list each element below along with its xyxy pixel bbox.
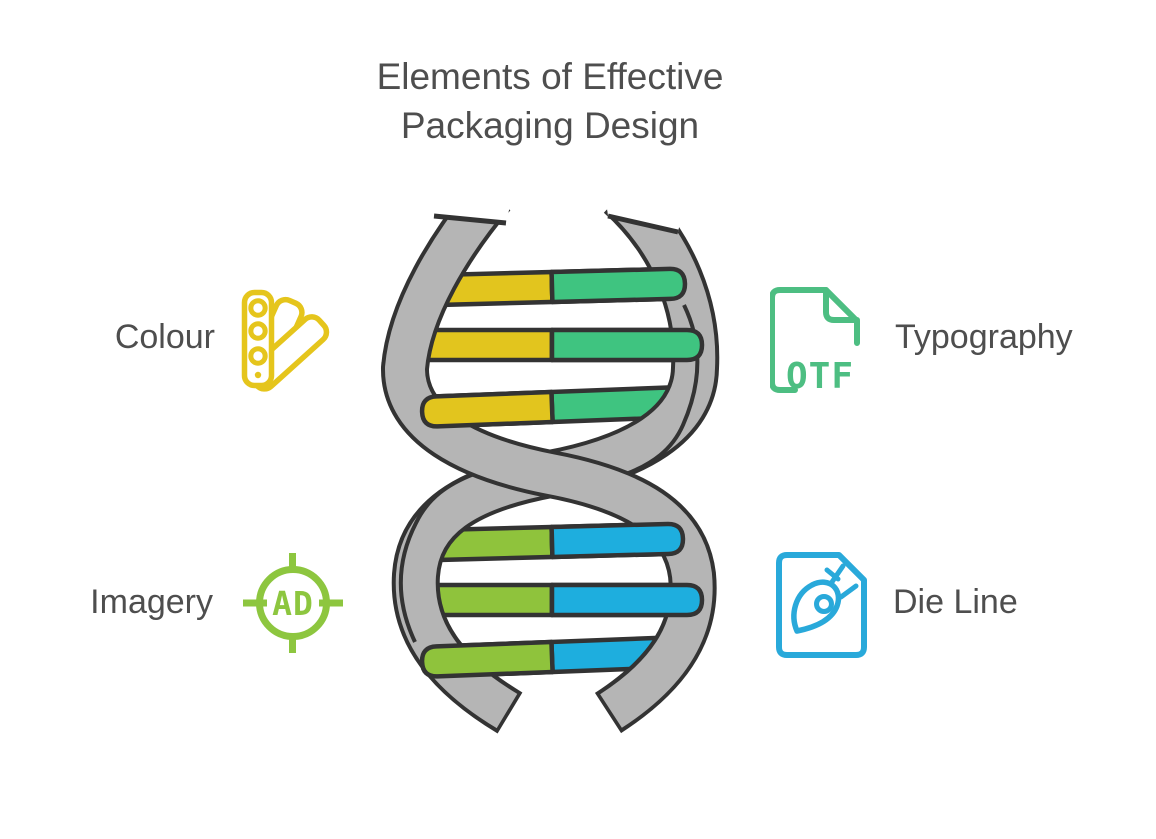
label-die-line: Die Line	[893, 583, 1018, 621]
label-colour: Colour	[114, 318, 215, 356]
title-line-1: Elements of Effective	[376, 56, 724, 97]
ribbon-fold-line-bottom-left	[398, 472, 475, 643]
dna-helix-illustration	[381, 190, 720, 734]
label-typography: Typography	[895, 318, 1073, 356]
helix-top-cuts	[423, 190, 688, 235]
color-swatch-fan-icon	[241, 289, 330, 392]
ad-icon-text: AD	[272, 584, 314, 623]
pen-tool-document-icon	[776, 552, 867, 658]
ad-target-icon: AD	[243, 553, 343, 653]
page-title: Elements of Effective Packaging Design	[250, 52, 850, 150]
helix-strand-left	[381, 190, 717, 734]
otf-file-icon: OTF	[770, 287, 860, 394]
otf-icon-text: OTF	[786, 356, 854, 394]
label-imagery: Imagery	[90, 583, 213, 621]
helix-rungs-over	[419, 266, 705, 679]
title-line-2: Packaging Design	[400, 105, 700, 146]
